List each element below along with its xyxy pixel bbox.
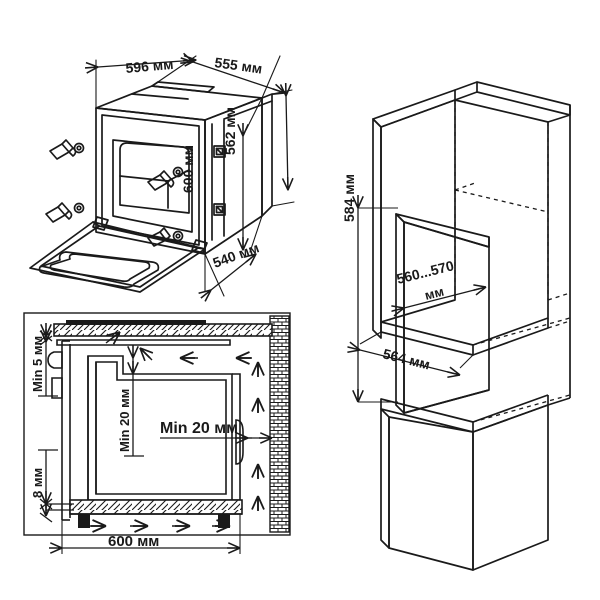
screw-2 [45, 202, 73, 223]
dimension-min20-vertical [124, 345, 144, 457]
screw-3 [147, 170, 175, 191]
section-frame [23, 312, 291, 536]
dimension-560-570 [391, 284, 487, 317]
screw-hole-1 [73, 142, 85, 154]
dimension-8 [38, 449, 74, 523]
dimension-label-min20-vertical: Min 20 мм [117, 389, 132, 452]
cabinet-hidden-lines [454, 100, 571, 423]
dimension-label-560-570-unit: мм [423, 284, 445, 303]
view-oven-isometric: 596 мм 555 мм 562 мм 600 мм 540 мм [29, 52, 295, 302]
dimension-label-min20-horizontal: Min 20 мм [160, 420, 238, 437]
cabinet-lower [380, 370, 571, 571]
dimension-596 [84, 54, 197, 74]
under-counter-strip [56, 339, 231, 346]
screw-hole-2 [73, 202, 85, 214]
dimension-label-8: 8 мм [30, 468, 45, 498]
screw-hole-3 [172, 166, 184, 178]
screw-4 [147, 227, 171, 247]
dimension-label-min5: Min 5 мм [30, 336, 45, 392]
screw-hole-4 [172, 230, 184, 242]
dimension-564 [347, 331, 474, 378]
dimension-label-600-opening: 600 мм [108, 533, 159, 550]
view-cross-section: Min 5 мм 8 мм Min 20 мм [23, 312, 291, 554]
dimension-label-596: 596 мм [125, 56, 174, 76]
dimension-label-600-oven: 600 мм [180, 145, 196, 193]
dimension-min5 [38, 323, 58, 397]
control-knob-lower [213, 203, 226, 216]
control-knob-upper [213, 145, 226, 158]
airflow-arrows [90, 331, 265, 533]
dimension-562 [279, 82, 294, 191]
oven-section-body [47, 340, 244, 521]
dimension-555 [180, 52, 286, 95]
dimension-540 [198, 253, 257, 302]
dimension-label-584: 584 мм [341, 174, 357, 222]
wall-hatch [269, 315, 290, 533]
dimension-label-555: 555 мм [214, 54, 264, 77]
dimension-600-opening [49, 514, 241, 554]
dimension-label-562: 562 мм [222, 107, 238, 155]
